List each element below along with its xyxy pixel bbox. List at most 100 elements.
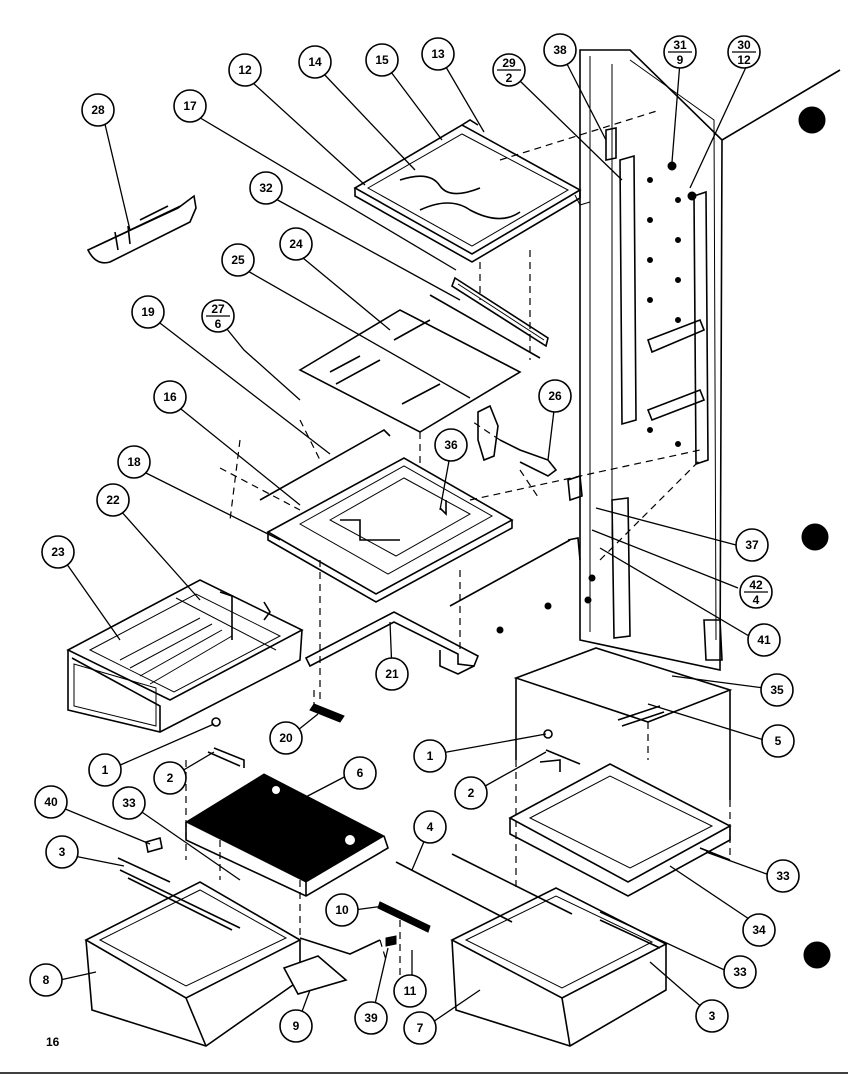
- svg-text:2: 2: [468, 786, 475, 800]
- svg-text:35: 35: [770, 683, 784, 697]
- callout-31-9: 31 9: [663, 35, 697, 69]
- callout-39: 39: [354, 1001, 388, 1035]
- svg-text:25: 25: [231, 253, 245, 267]
- svg-text:32: 32: [259, 181, 273, 195]
- callout-40: 40: [34, 785, 68, 819]
- crisper-support-21: [304, 560, 480, 700]
- callout-9: 9: [279, 1009, 313, 1043]
- callout-12: 12: [228, 53, 262, 87]
- svg-text:31: 31: [673, 38, 687, 52]
- svg-text:9: 9: [677, 53, 684, 67]
- callout-41: 41: [747, 623, 781, 657]
- callout-6: 6: [343, 756, 377, 790]
- svg-text:2: 2: [167, 771, 174, 785]
- callout-25: 25: [221, 243, 255, 277]
- callout-16: 16: [153, 380, 187, 414]
- svg-text:2: 2: [506, 71, 513, 85]
- svg-text:37: 37: [745, 538, 759, 552]
- callout-35: 35: [760, 673, 794, 707]
- callout-2-right: 2: [454, 776, 488, 810]
- callout-32: 32: [249, 171, 283, 205]
- callout-7: 7: [403, 1011, 437, 1045]
- registration-dot: [798, 106, 826, 134]
- shelf-rail-32: [429, 250, 549, 360]
- registration-dot: [803, 941, 831, 969]
- callout-33-bottom: 33: [723, 955, 757, 989]
- svg-text:19: 19: [141, 305, 155, 319]
- right-crisper-34: [508, 759, 732, 897]
- svg-text:4: 4: [427, 820, 434, 834]
- svg-text:33: 33: [122, 796, 136, 810]
- callout-14: 14: [298, 45, 332, 79]
- callout-20: 20: [269, 721, 303, 755]
- svg-text:3: 3: [59, 845, 66, 859]
- svg-text:14: 14: [308, 55, 322, 69]
- callout-33-left: 33: [112, 786, 146, 820]
- side-wall-assembly: [469, 49, 841, 671]
- callout-42-4: 42 4: [739, 575, 773, 609]
- lower-right-drawer-7: [395, 853, 668, 1047]
- callout-27-6: 27 6: [201, 299, 235, 333]
- svg-text:22: 22: [106, 493, 120, 507]
- callout-13: 13: [421, 37, 455, 71]
- callout-3-left: 3: [45, 835, 79, 869]
- callout-28: 28: [81, 93, 115, 127]
- svg-text:29: 29: [502, 56, 516, 70]
- svg-text:27: 27: [211, 302, 225, 316]
- registration-dot: [801, 523, 829, 551]
- svg-text:15: 15: [375, 53, 389, 67]
- callout-17: 17: [173, 89, 207, 123]
- svg-text:5: 5: [775, 734, 782, 748]
- callout-30-12: 30 12: [727, 35, 761, 69]
- part-26-bracket: [469, 404, 558, 501]
- callout-29-2: 29 2: [492, 53, 526, 87]
- callout-18: 18: [117, 445, 151, 479]
- callout-21: 21: [375, 657, 409, 691]
- svg-text:8: 8: [43, 973, 50, 987]
- callout-23: 23: [41, 535, 75, 569]
- callout-36: 36: [434, 428, 468, 462]
- page-number: 16: [46, 1035, 60, 1049]
- callout-5: 5: [761, 724, 795, 758]
- callout-1-left: 1: [88, 753, 122, 787]
- callout-8: 8: [29, 963, 63, 997]
- svg-text:12: 12: [737, 53, 751, 67]
- upper-drawer: [66, 579, 304, 733]
- callout-22: 22: [96, 483, 130, 517]
- svg-text:9: 9: [293, 1019, 300, 1033]
- callout-10: 10: [325, 893, 359, 927]
- callout-3-right: 3: [695, 999, 729, 1033]
- svg-text:26: 26: [548, 389, 562, 403]
- callout-19: 19: [131, 295, 165, 329]
- callout-24: 24: [279, 227, 313, 261]
- lower-left-drawer-8: [84, 869, 381, 1047]
- svg-text:24: 24: [289, 237, 303, 251]
- callout-38: 38: [543, 33, 577, 67]
- callout-11: 11: [393, 974, 427, 1008]
- svg-text:12: 12: [238, 63, 252, 77]
- svg-text:20: 20: [279, 731, 293, 745]
- svg-text:7: 7: [417, 1021, 424, 1035]
- svg-text:1: 1: [427, 749, 434, 763]
- glass-shelf: [298, 309, 522, 470]
- svg-text:30: 30: [737, 38, 751, 52]
- callout-34: 34: [742, 913, 776, 947]
- svg-text:23: 23: [51, 545, 65, 559]
- svg-text:10: 10: [335, 903, 349, 917]
- svg-text:21: 21: [385, 667, 399, 681]
- svg-text:6: 6: [215, 317, 222, 331]
- svg-text:36: 36: [444, 438, 458, 452]
- svg-text:28: 28: [91, 103, 105, 117]
- svg-text:18: 18: [127, 455, 141, 469]
- right-cover-35: [513, 647, 733, 890]
- svg-text:4: 4: [753, 593, 760, 607]
- svg-text:11: 11: [404, 984, 417, 998]
- part-28-trim: [86, 194, 197, 264]
- svg-text:34: 34: [752, 923, 766, 937]
- svg-text:39: 39: [364, 1011, 378, 1025]
- svg-text:16: 16: [163, 390, 177, 404]
- callout-2-left: 2: [153, 761, 187, 795]
- part-37-bracket: [449, 474, 596, 634]
- callout-37: 37: [735, 528, 769, 562]
